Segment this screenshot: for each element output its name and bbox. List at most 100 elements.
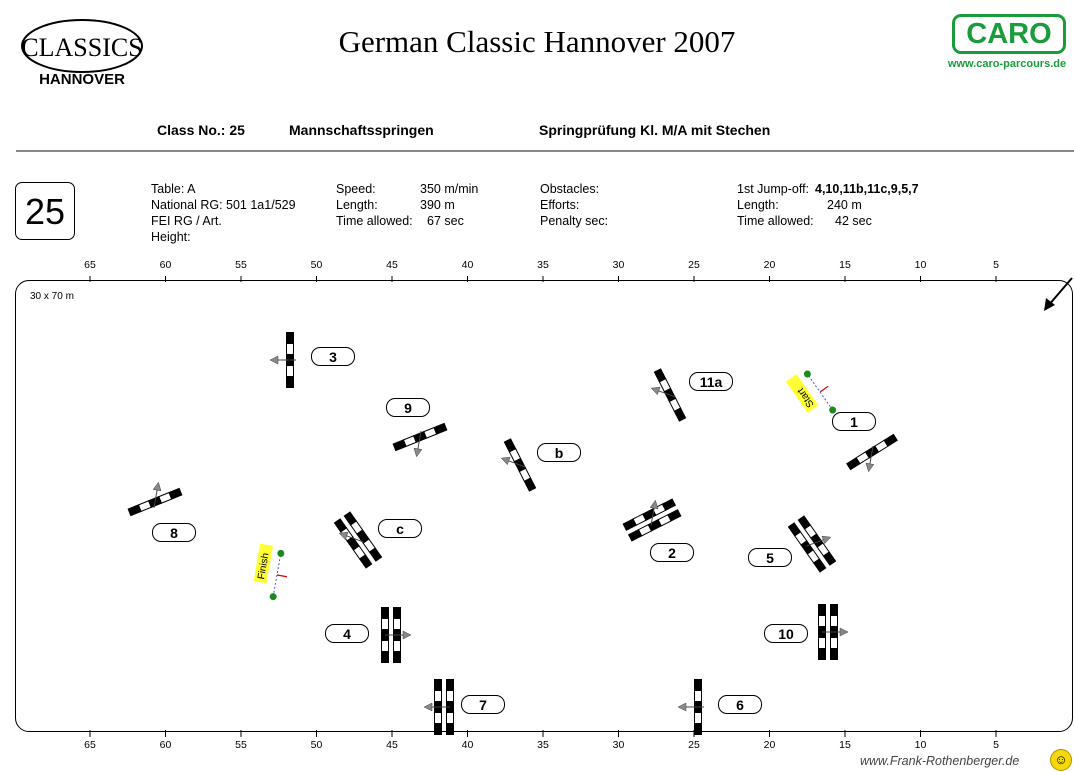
pole-segment bbox=[694, 679, 702, 691]
obstacle-5[interactable] bbox=[787, 510, 844, 573]
info-col1: Table: A National RG: 501 1a1/529 FEI RG… bbox=[151, 181, 296, 245]
obstacle-label-1[interactable]: 1 bbox=[832, 412, 876, 431]
speed-value: 350 m/min bbox=[420, 182, 479, 196]
scale-tick-top: 10 bbox=[914, 259, 927, 271]
smiley-icon: ☺ bbox=[1050, 749, 1072, 771]
pole-segment bbox=[818, 637, 826, 649]
scale-tick-bottom: 65 bbox=[84, 739, 96, 751]
credit: www.Frank-Rothenberger.de bbox=[860, 754, 1020, 768]
direction-arrow-icon bbox=[500, 456, 526, 468]
scale-tick-bottom: 35 bbox=[537, 739, 549, 751]
obstacle-4[interactable] bbox=[381, 607, 412, 663]
time-label: Time allowed: bbox=[336, 214, 413, 228]
jumpoff-length: 240 m bbox=[827, 198, 862, 212]
finish-marker: Finish bbox=[253, 543, 287, 601]
scale-tick-top: 50 bbox=[310, 259, 323, 271]
pole-segment bbox=[694, 690, 702, 702]
jumpoff-length-label: Length: bbox=[737, 198, 779, 212]
obstacle-2[interactable] bbox=[619, 491, 682, 542]
obstacle-label-3[interactable]: 3 bbox=[311, 347, 355, 366]
obstacle-label-7[interactable]: 7 bbox=[461, 695, 505, 714]
jumpoff-time: 42 sec bbox=[835, 214, 872, 228]
obstacle-label-9[interactable]: 9 bbox=[386, 398, 430, 417]
pole-segment bbox=[830, 637, 838, 649]
length-value: 390 m bbox=[420, 198, 455, 212]
scale-tick-bottom: 55 bbox=[235, 739, 247, 751]
pole-segment bbox=[446, 690, 454, 702]
obstacle-3[interactable] bbox=[269, 332, 296, 388]
pole-segment bbox=[127, 504, 142, 517]
pole-segment bbox=[446, 712, 454, 724]
scale-tick-top: 40 bbox=[461, 259, 474, 271]
entry-arrowhead bbox=[1044, 298, 1055, 311]
obstacle-label-c[interactable]: c bbox=[378, 519, 422, 538]
obstacles-label: Obstacles: bbox=[540, 182, 600, 196]
scale-tick-bottom: 5 bbox=[993, 739, 999, 751]
class-number: Class No.: 25 bbox=[157, 122, 245, 138]
obstacle-label-4[interactable]: 4 bbox=[325, 624, 369, 643]
efforts-label: Efforts: bbox=[540, 198, 580, 212]
pole-segment bbox=[381, 607, 389, 619]
pole-segment bbox=[830, 604, 838, 616]
speed-label: Speed: bbox=[336, 182, 376, 196]
obstacle-label-8[interactable]: 8 bbox=[152, 523, 196, 542]
national-rg: National RG: 501 1a1/529 bbox=[151, 198, 296, 212]
direction-arrow-icon bbox=[865, 446, 875, 473]
obstacle-8[interactable] bbox=[122, 474, 183, 519]
pole-segment bbox=[627, 529, 643, 542]
page-title: German Classic Hannover 2007 bbox=[338, 24, 736, 59]
scale-tick-bottom: 20 bbox=[763, 739, 776, 751]
obstacle-7[interactable] bbox=[423, 679, 454, 735]
scale-tick-top: 5 bbox=[993, 259, 999, 271]
direction-arrow-icon bbox=[413, 431, 423, 458]
scale-tick-top: 25 bbox=[688, 259, 700, 271]
obstacle-label-11a[interactable]: 11a bbox=[689, 372, 733, 391]
pole-segment bbox=[392, 439, 407, 452]
jumpoff-time-label: Time allowed: bbox=[737, 214, 814, 228]
time-value: 67 sec bbox=[427, 214, 464, 228]
pole-segment bbox=[818, 648, 826, 660]
svg-text:HANNOVER: HANNOVER bbox=[39, 71, 125, 88]
obstacle-1[interactable] bbox=[844, 430, 904, 481]
pole-segment bbox=[393, 640, 401, 652]
obstacle-label-2[interactable]: 2 bbox=[650, 543, 694, 562]
obstacle-b[interactable] bbox=[492, 437, 540, 498]
scale-tick-bottom: 45 bbox=[386, 739, 398, 751]
pole-segment bbox=[381, 651, 389, 663]
scale-tick-top: 15 bbox=[839, 259, 851, 271]
jumpoff-obstacles: 4,10,11b,11c,9,5,7 bbox=[815, 182, 919, 196]
info-col4-labels: 1st Jump-off: Length: Time allowed: bbox=[737, 181, 814, 229]
obstacle-11a[interactable] bbox=[642, 367, 690, 428]
pole-segment bbox=[286, 332, 294, 344]
flag-icon bbox=[803, 370, 811, 378]
obstacle-c[interactable] bbox=[329, 511, 383, 572]
obstacle-10[interactable] bbox=[818, 604, 849, 660]
flag-icon bbox=[829, 406, 837, 414]
fei-rg: FEI RG / Art. bbox=[151, 214, 222, 228]
obstacle-6[interactable] bbox=[677, 679, 704, 735]
obstacle-label-10[interactable]: 10 bbox=[764, 624, 808, 643]
info-col2-labels: Speed: Length: Time allowed: bbox=[336, 181, 413, 229]
obstacle-label-b[interactable]: b bbox=[537, 443, 581, 462]
obstacle-label-5[interactable]: 5 bbox=[748, 548, 792, 567]
caro-logo: CARO bbox=[952, 14, 1066, 54]
direction-arrow-icon bbox=[338, 531, 364, 543]
scale-tick-bottom: 15 bbox=[839, 739, 851, 751]
direction-arrow-icon bbox=[806, 535, 832, 547]
scale-tick-bottom: 40 bbox=[461, 739, 474, 751]
info-col4-values: 4,10,11b,11c,9,5,7 240 m 42 sec bbox=[815, 181, 919, 229]
pole-segment bbox=[358, 554, 373, 569]
height: Height: bbox=[151, 230, 191, 244]
pole-segment bbox=[434, 679, 442, 691]
obstacle-9[interactable] bbox=[392, 420, 453, 465]
pole-segment bbox=[694, 712, 702, 724]
obstacle-label-6[interactable]: 6 bbox=[718, 695, 762, 714]
pole-segment bbox=[286, 365, 294, 377]
pole-segment bbox=[622, 518, 637, 531]
pole-segment bbox=[830, 615, 838, 627]
arena bbox=[15, 280, 1073, 732]
finish-marker-label: Finish bbox=[256, 552, 271, 580]
pole-segment bbox=[818, 604, 826, 616]
pole-segment bbox=[286, 343, 294, 355]
